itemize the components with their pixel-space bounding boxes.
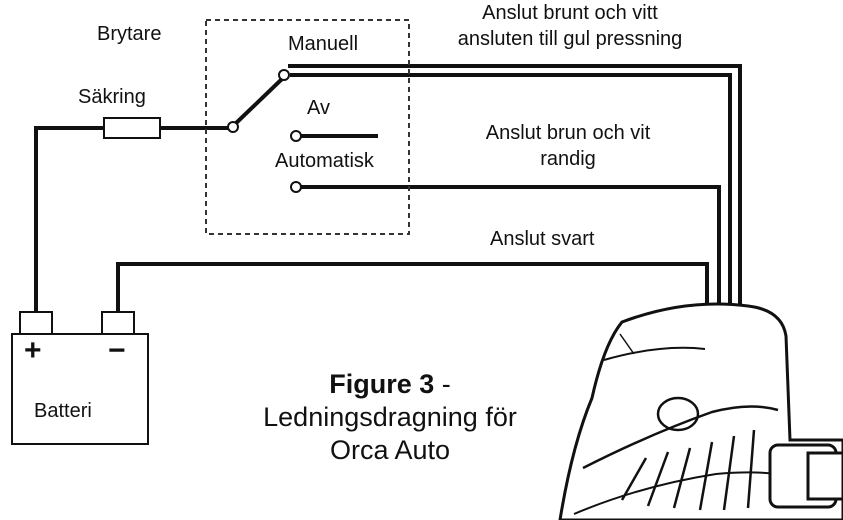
switch-auto-contact — [290, 181, 302, 193]
wire-brown-white-line1: Anslut brunt och vitt — [482, 2, 658, 24]
battery-plus-label: + — [24, 334, 42, 367]
caption-line3: Orca Auto — [329, 435, 451, 465]
battery — [11, 311, 149, 445]
figure-caption: Figure 3 - Ledningsdragning för Orca Aut… — [240, 368, 540, 467]
automatic-label: Automatisk — [275, 150, 374, 172]
switch-lever — [231, 76, 285, 128]
wire-brown-white-line2: ansluten till gul pressning — [457, 28, 683, 50]
off-label: Av — [307, 97, 330, 119]
wire-positive — [34, 126, 104, 312]
wire-automatic — [298, 185, 721, 318]
wire-manual-1 — [288, 64, 742, 318]
wire-striped-line1: Anslut brun och vit — [485, 122, 651, 144]
wire-manual-2 — [290, 73, 732, 318]
caption-title-line: Figure 3 - — [240, 368, 540, 401]
battery-label: Batteri — [34, 400, 92, 422]
manual-label: Manuell — [288, 33, 359, 55]
wire-negative — [116, 262, 709, 318]
switch-label: Brytare — [97, 23, 162, 45]
wire-striped-label: Anslut brun och vit randig — [448, 122, 688, 170]
switch-common-contact — [227, 121, 239, 133]
switch-manual-contact — [278, 69, 290, 81]
switch-off-contact — [290, 130, 302, 142]
wire-striped-line2: randig — [540, 148, 596, 170]
wire-brown-white-label: Anslut brunt och vitt ansluten till gul … — [420, 2, 720, 50]
caption-separator: - — [434, 369, 451, 399]
fuse — [103, 117, 161, 139]
wire-black-label: Anslut svart — [490, 228, 595, 250]
fuse-label: Säkring — [78, 86, 146, 108]
caption-line2: Ledningsdragning för — [263, 402, 517, 432]
pump — [558, 302, 843, 520]
battery-minus-label: − — [108, 334, 126, 367]
caption-figure: Figure 3 — [329, 369, 435, 399]
switch-box — [205, 19, 410, 235]
